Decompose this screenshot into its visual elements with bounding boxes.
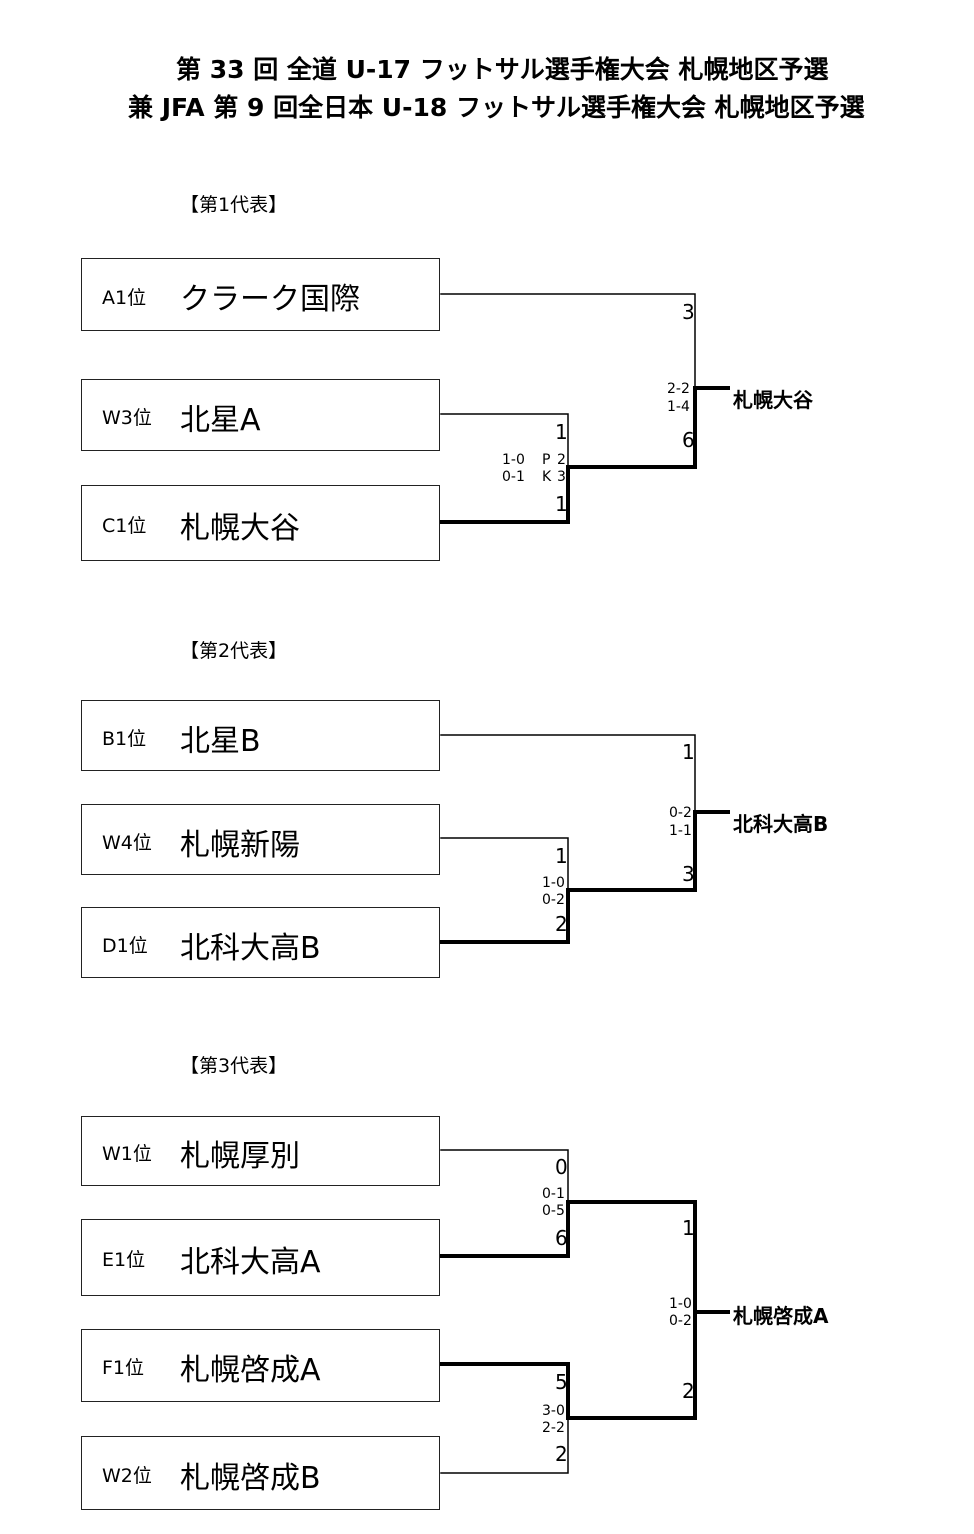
half-score: 1-1 xyxy=(669,823,692,839)
team-name: 北科大高A xyxy=(180,1245,321,1280)
half-score: 0-1 xyxy=(542,1186,565,1202)
team-rank: W4位 xyxy=(102,832,152,854)
team-rank: W1位 xyxy=(102,1143,152,1165)
title-line-2: 兼 JFA 第 9 回全日本 U-18 フットサル選手権大会 札幌地区予選 xyxy=(128,93,865,122)
s2-line-semi-winner xyxy=(566,810,697,892)
half-score: 0-2 xyxy=(669,1313,692,1329)
team-name: 札幌大谷 xyxy=(180,511,300,546)
team-box: D1位 北科大高B xyxy=(81,907,440,978)
s2-line-d1 xyxy=(439,888,570,944)
half-score: 1-0 xyxy=(542,875,565,891)
s3-line-e1 xyxy=(439,1200,570,1258)
score: 2 xyxy=(555,1442,568,1466)
pk-score: 3 xyxy=(557,469,566,485)
s3-line-semi2-winner xyxy=(566,1310,697,1420)
score: 2 xyxy=(682,1379,695,1403)
section-heading-3: 【第3代表】 xyxy=(180,1055,288,1077)
team-name: 札幌啓成B xyxy=(180,1461,321,1496)
winner-label: 札幌啓成A xyxy=(733,1304,829,1328)
half-score: 3-0 xyxy=(542,1403,565,1419)
team-name: 札幌啓成A xyxy=(180,1353,321,1388)
team-rank: A1位 xyxy=(102,287,147,309)
s3-line-semi1-winner xyxy=(566,1200,697,1314)
score: 1 xyxy=(555,492,568,516)
score: 1 xyxy=(682,740,695,764)
s1-line-w3 xyxy=(440,413,569,468)
team-box: E1位 北科大高A xyxy=(81,1219,440,1296)
team-box: F1位 札幌啓成A xyxy=(81,1329,440,1402)
team-name: 北星A xyxy=(180,403,261,438)
half-score: 1-0 xyxy=(669,1296,692,1312)
s2-line-b1 xyxy=(440,734,696,813)
pk-label: K xyxy=(542,469,552,485)
team-name: 札幌厚別 xyxy=(180,1139,300,1174)
score: 1 xyxy=(555,844,568,868)
s3-line-w2 xyxy=(440,1417,569,1474)
score: 5 xyxy=(555,1370,568,1394)
pk-score: 2 xyxy=(557,452,566,468)
half-score: 0-1 xyxy=(502,469,525,485)
team-rank: F1位 xyxy=(102,1357,145,1379)
score: 0 xyxy=(555,1155,568,1179)
s2-line-w4 xyxy=(440,837,569,891)
section-heading-2: 【第2代表】 xyxy=(180,640,288,662)
half-score: 1-4 xyxy=(667,399,690,415)
team-rank: W3位 xyxy=(102,407,152,429)
team-box: W1位 札幌厚別 xyxy=(81,1116,440,1186)
section-heading-1: 【第1代表】 xyxy=(180,194,288,216)
team-box: W2位 札幌啓成B xyxy=(81,1436,440,1510)
team-name: 北科大高B xyxy=(180,931,321,966)
half-score: 2-2 xyxy=(667,381,690,397)
half-score: 0-2 xyxy=(542,892,565,908)
score: 1 xyxy=(555,420,568,444)
s3-line-f1 xyxy=(439,1362,570,1420)
team-name: クラーク国際 xyxy=(180,282,360,317)
half-score: 0-5 xyxy=(542,1203,565,1219)
s1-line-a1 xyxy=(440,293,696,389)
score: 6 xyxy=(682,428,695,452)
pk-label: P xyxy=(542,452,551,468)
s3-line-w1 xyxy=(440,1149,569,1203)
team-name: 北星B xyxy=(180,724,261,759)
team-box: B1位 北星B xyxy=(81,700,440,771)
team-rank: C1位 xyxy=(102,515,147,537)
team-rank: D1位 xyxy=(102,935,148,957)
half-score: 0-2 xyxy=(669,805,692,821)
half-score: 2-2 xyxy=(542,1420,565,1436)
half-score: 1-0 xyxy=(502,452,525,468)
score: 2 xyxy=(555,912,568,936)
score: 1 xyxy=(682,1216,695,1240)
team-rank: B1位 xyxy=(102,728,147,750)
team-rank: E1位 xyxy=(102,1249,146,1271)
winner-label: 北科大高B xyxy=(733,812,829,836)
score: 3 xyxy=(682,862,695,886)
team-rank: W2位 xyxy=(102,1465,152,1487)
team-box: W4位 札幌新陽 xyxy=(81,804,440,875)
score: 6 xyxy=(555,1226,568,1250)
s1-line-semi-winner xyxy=(566,386,697,469)
team-box: A1位 クラーク国際 xyxy=(81,258,440,331)
team-box: W3位 北星A xyxy=(81,379,440,451)
team-name: 札幌新陽 xyxy=(180,828,300,863)
s1-line-c1 xyxy=(439,465,570,524)
score: 3 xyxy=(682,300,695,324)
winner-label: 札幌大谷 xyxy=(733,388,813,412)
title-line-1: 第 33 回 全道 U-17 フットサル選手権大会 札幌地区予選 xyxy=(176,55,829,84)
team-box: C1位 札幌大谷 xyxy=(81,485,440,561)
